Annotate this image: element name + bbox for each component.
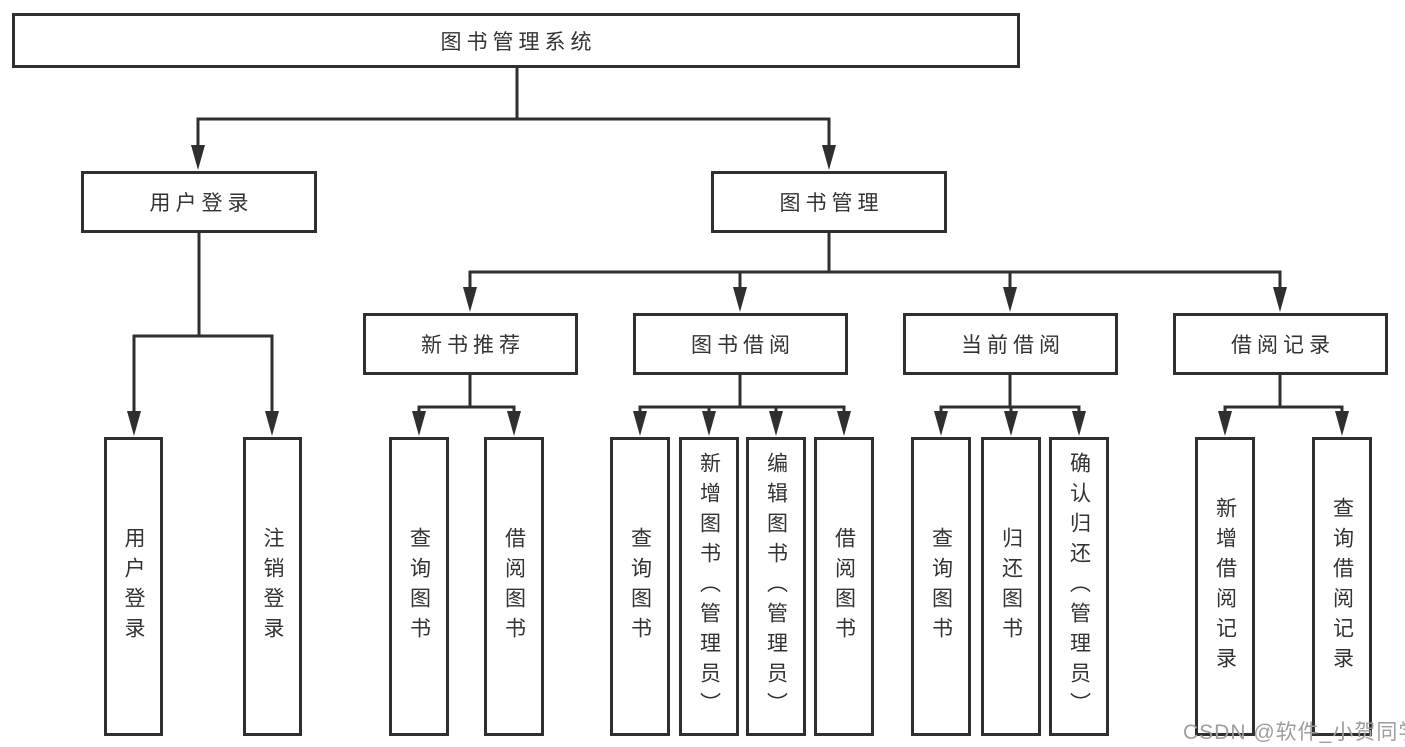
node-current-borrowing: 当前借阅 [903, 313, 1118, 375]
node-new-book-recommend-label: 新书推荐 [421, 334, 525, 357]
node-new-book-recommend: 新书推荐 [363, 313, 578, 375]
leaf-label: 借阅图书 [502, 526, 526, 647]
leaf-label: 查询图书 [628, 526, 652, 647]
leaf-user-login: 用户登录 [104, 437, 163, 736]
arrow-icon [633, 411, 647, 436]
arrow-icon [412, 411, 426, 436]
leaf-add-borrow-record: 新增借阅记录 [1195, 437, 1255, 736]
node-book-management-label: 图书管理 [779, 192, 884, 215]
arrow-icon [1273, 287, 1287, 312]
leaf-label: 新增图书（管理员） [697, 451, 721, 722]
arrow-icon [1072, 411, 1086, 436]
leaf-query-borrow-record: 查询借阅记录 [1312, 437, 1372, 736]
node-borrowing-records-label: 借阅记录 [1231, 334, 1335, 357]
leaf-confirm-return-admin: 确认归还（管理员） [1049, 437, 1109, 736]
watermark: CSDN @软件_小贺同学 [1183, 721, 1405, 744]
leaf-return-book: 归还图书 [981, 437, 1041, 736]
arrow-icon [769, 411, 783, 436]
arrow-icon [822, 145, 836, 170]
leaf-label: 归还图书 [999, 526, 1023, 647]
arrow-icon [463, 287, 477, 312]
leaf-borrow-books-recommend: 借阅图书 [484, 437, 544, 736]
leaf-edit-book-admin: 编辑图书（管理员） [746, 437, 806, 736]
leaf-query-books-current: 查询图书 [911, 437, 971, 736]
arrow-icon [191, 145, 205, 170]
leaf-label: 借阅图书 [832, 526, 856, 647]
leaf-label: 编辑图书（管理员） [764, 451, 788, 722]
node-book-borrowing: 图书借阅 [633, 313, 848, 375]
node-user-login-label: 用户登录 [149, 192, 254, 215]
leaf-borrow-books-borrowing: 借阅图书 [814, 437, 874, 736]
arrow-icon [265, 411, 279, 436]
leaf-label: 新增借阅记录 [1213, 496, 1237, 677]
node-root: 图书管理系统 [12, 13, 1020, 68]
leaf-query-books-recommend: 查询图书 [389, 437, 449, 736]
arrow-icon [733, 287, 747, 312]
node-book-borrowing-label: 图书借阅 [691, 334, 795, 357]
leaf-add-book-admin: 新增图书（管理员） [679, 437, 739, 736]
arrowheads [127, 145, 1349, 436]
arrow-icon [934, 411, 948, 436]
node-book-management: 图书管理 [711, 171, 947, 233]
arrow-icon [1335, 411, 1349, 436]
arrow-icon [702, 411, 716, 436]
node-root-label: 图书管理系统 [440, 30, 597, 54]
arrow-icon [1003, 287, 1017, 312]
node-current-borrowing-label: 当前借阅 [961, 334, 1065, 357]
arrow-icon [127, 411, 141, 436]
leaf-label: 注销登录 [261, 526, 284, 647]
leaf-label: 查询图书 [929, 526, 953, 647]
leaf-query-books-borrowing: 查询图书 [610, 437, 670, 736]
leaf-logout: 注销登录 [243, 437, 302, 736]
tree-edges [132, 66, 1344, 416]
arrow-icon [1004, 411, 1018, 436]
leaf-label: 确认归还（管理员） [1067, 451, 1091, 722]
node-borrowing-records: 借阅记录 [1173, 313, 1388, 375]
arrow-icon [1218, 411, 1232, 436]
leaf-label: 用户登录 [122, 526, 145, 647]
leaf-label: 查询图书 [407, 526, 431, 647]
leaf-label: 查询借阅记录 [1330, 496, 1354, 677]
arrow-icon [507, 411, 521, 436]
node-user-login: 用户登录 [81, 171, 317, 233]
arrow-icon [837, 411, 851, 436]
